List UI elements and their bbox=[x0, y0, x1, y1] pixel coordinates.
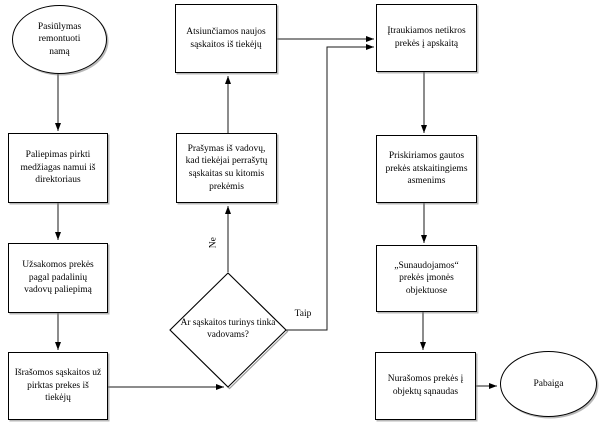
node-order-goods-label: Užsakomos prekės pagal padalinių vadovų … bbox=[22, 260, 94, 296]
node-start: Pasiūlymas remontuoti namą bbox=[12, 5, 107, 74]
node-start-label: Pasiūlymas remontuoti namą bbox=[37, 21, 82, 57]
node-consume-goods: „Sunaudojamos“ prekės įmonės objektuose bbox=[376, 245, 477, 312]
edge-label-yes: Taip bbox=[290, 309, 316, 320]
decision-diamond-shape bbox=[169, 272, 287, 388]
node-fake-goods-label: Įtraukiamos netikros prekės į apskaitą bbox=[387, 26, 466, 49]
node-invoices-issued: Išrašomos sąskaitos už pirktas prekes iš… bbox=[8, 352, 108, 420]
node-decision-label: Ar sąskaitos turinys tinka vadovams? bbox=[180, 318, 276, 340]
edge-decision-yes-to-fake-goods bbox=[286, 44, 374, 331]
node-order-from-director: Paliepimas pirkti medžiagas namui iš dir… bbox=[8, 133, 108, 203]
node-write-off-label: Nurašomos prekės į objektų sąnaudas bbox=[387, 374, 464, 397]
node-new-invoices-label: Atsiunčiamos naujos sąskaitos iš tiekėjų bbox=[186, 26, 266, 50]
edge-label-no: Ne bbox=[208, 233, 219, 252]
node-write-off: Nurašomos prekės į objektų sąnaudas bbox=[375, 352, 476, 420]
node-rewrite-request: Prašymas iš vadovų, kad tiekėjai perrašy… bbox=[176, 133, 277, 203]
node-order-from-director-label: Paliepimas pirkti medžiagas namui iš dir… bbox=[20, 150, 96, 186]
node-end: Pabaiga bbox=[500, 351, 597, 417]
node-new-invoices: Atsiunčiamos naujos sąskaitos iš tiekėjų bbox=[175, 4, 277, 73]
node-assign-goods-label: Priskiriamos gautos prekės atskaitingiem… bbox=[385, 151, 468, 187]
node-fake-goods: Įtraukiamos netikros prekės į apskaitą bbox=[376, 4, 477, 72]
node-invoices-issued-label: Išrašomos sąskaitos už pirktas prekes iš… bbox=[14, 368, 102, 404]
node-decision: Ar sąskaitos turinys tinka vadovams? bbox=[172, 275, 284, 385]
node-rewrite-request-label: Prašymas iš vadovų, kad tiekėjai perrašy… bbox=[185, 143, 268, 192]
node-assign-goods: Priskiriamos gautos prekės atskaitingiem… bbox=[376, 135, 477, 203]
node-order-goods: Užsakomos prekės pagal padalinių vadovų … bbox=[8, 243, 108, 313]
node-end-label: Pabaiga bbox=[533, 378, 564, 389]
node-consume-goods-label: „Sunaudojamos“ prekės įmonės objektuose bbox=[394, 260, 459, 296]
